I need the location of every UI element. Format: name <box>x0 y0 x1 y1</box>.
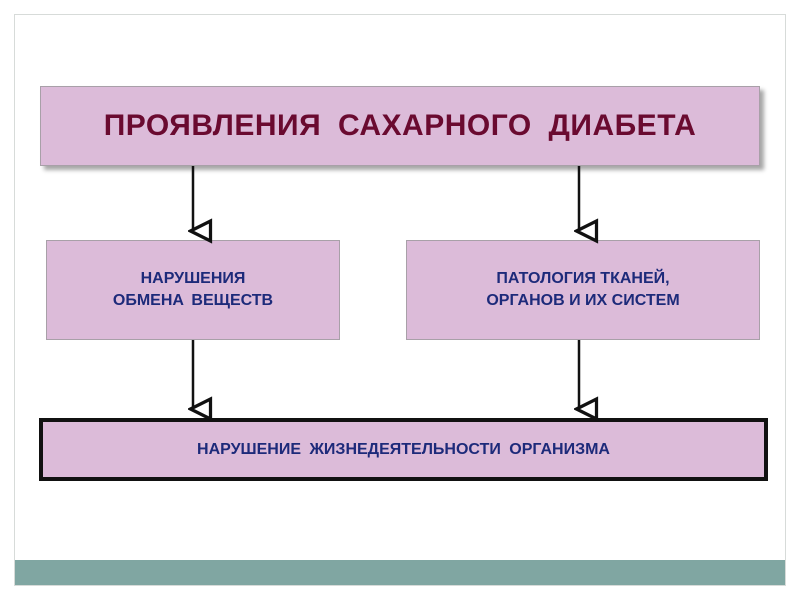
vital-activity-disorder-node: НАРУШЕНИЕ ЖИЗНЕДЕЯТЕЛЬНОСТИ ОРГАНИЗМА <box>39 418 768 481</box>
vital-activity-disorder-text: НАРУШЕНИЕ ЖИЗНЕДЕЯТЕЛЬНОСТИ ОРГАНИЗМА <box>197 440 610 458</box>
metabolism-disorder-node: НАРУШЕНИЯ ОБМЕНА ВЕЩЕСТВ <box>46 240 340 340</box>
tissue-pathology-text: ПАТОЛОГИЯ ТКАНЕЙ, ОРГАНОВ И ИХ СИСТЕМ <box>486 270 680 309</box>
footer-bar <box>15 560 785 585</box>
tissue-pathology-node: ПАТОЛОГИЯ ТКАНЕЙ, ОРГАНОВ И ИХ СИСТЕМ <box>406 240 760 340</box>
title-text: ПРОЯВЛЕНИЯ САХАРНОГО ДИАБЕТА <box>103 109 697 142</box>
title-node: ПРОЯВЛЕНИЯ САХАРНОГО ДИАБЕТА <box>40 86 760 166</box>
metabolism-disorder-text: НАРУШЕНИЯ ОБМЕНА ВЕЩЕСТВ <box>112 270 274 309</box>
